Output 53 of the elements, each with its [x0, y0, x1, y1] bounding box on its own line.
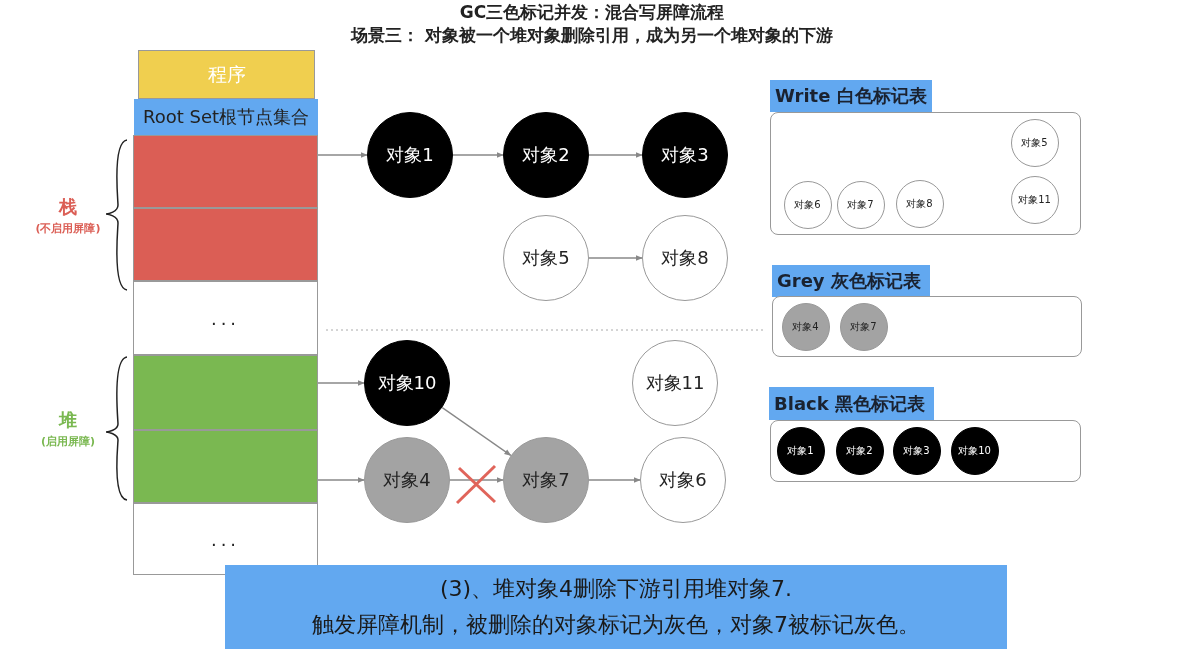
- title: GC三色标记并发：混合写屏障流程: [458, 1, 726, 24]
- object-mini-circle: 对象5: [1010, 118, 1059, 167]
- object-mini-circle: 对象7: [836, 180, 885, 229]
- mark-table: [770, 112, 1081, 235]
- object-circle: 对象7: [503, 437, 589, 523]
- caption-box: [225, 565, 1007, 649]
- object-circle: 对象10: [364, 340, 450, 426]
- root-set-box: Root Set根节点集合: [134, 99, 318, 135]
- object-circle: 对象8: [642, 215, 728, 301]
- mark-table: [772, 296, 1082, 357]
- arrow: [449, 477, 504, 483]
- object-circle: 对象2: [503, 112, 589, 198]
- ellipsis-row: ...: [133, 281, 318, 355]
- heap-note: (启用屏障): [39, 434, 97, 449]
- arrow: [317, 152, 368, 158]
- stack-frame: [133, 135, 318, 208]
- object-circle: 对象6: [640, 437, 726, 523]
- arrow: [588, 477, 641, 483]
- program-box: 程序: [138, 50, 315, 99]
- object-circle: 对象3: [642, 112, 728, 198]
- object-mini-circle: 对象2: [835, 426, 884, 475]
- table-title: Grey 灰色标记表: [772, 265, 930, 297]
- arrow: [317, 380, 365, 386]
- heap-frame: [133, 355, 318, 430]
- object-mini-circle: 对象8: [895, 179, 944, 228]
- object-mini-circle: 对象3: [892, 426, 941, 475]
- heap-frame: [133, 430, 318, 503]
- object-circle: 对象4: [364, 437, 450, 523]
- object-mini-circle: 对象11: [1010, 175, 1059, 224]
- object-mini-circle: 对象6: [783, 180, 832, 229]
- object-mini-circle: 对象10: [950, 426, 999, 475]
- mark-table: [770, 420, 1081, 482]
- ellipsis-row: ...: [133, 503, 318, 575]
- table-title: Write 白色标记表: [770, 80, 932, 112]
- arrow: [588, 255, 643, 261]
- heap-label: 堆: [57, 408, 78, 432]
- arrow: [317, 477, 365, 483]
- object-mini-circle: 对象1: [776, 426, 825, 475]
- object-mini-circle: 对象7: [839, 302, 888, 351]
- arrow: [441, 406, 512, 457]
- object-circle: 对象11: [632, 340, 718, 426]
- object-circle: 对象1: [367, 112, 453, 198]
- arrow: [588, 152, 643, 158]
- stack-label: 栈: [57, 195, 78, 219]
- stack-note: (不启用屏障): [34, 221, 102, 236]
- stack-frame: [133, 208, 318, 281]
- arrow: [452, 152, 504, 158]
- subtitle: 场景三： 对象被一个堆对象删除引用，成为另一个堆对象的下游: [349, 24, 834, 47]
- table-title: Black 黑色标记表: [769, 387, 934, 420]
- caption-line: (3)、堆对象4删除下游引用堆对象7.: [439, 575, 793, 603]
- object-circle: 对象5: [503, 215, 589, 301]
- object-mini-circle: 对象4: [781, 302, 830, 351]
- caption-line: 触发屏障机制，被删除的对象标记为灰色，对象7被标记灰色。: [312, 611, 920, 639]
